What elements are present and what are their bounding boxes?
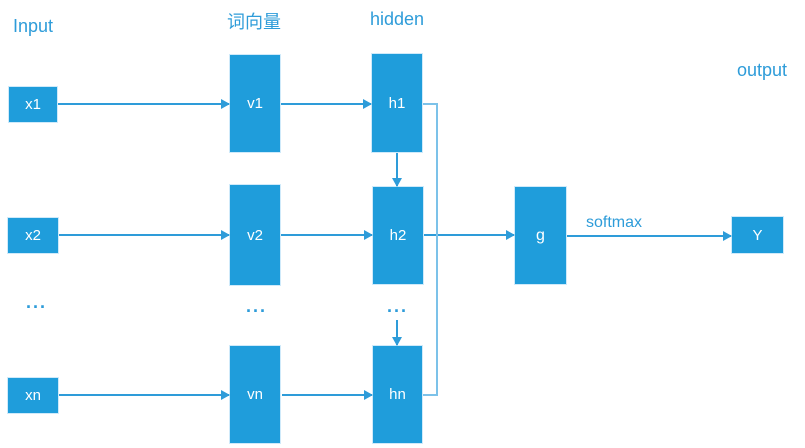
connector-vertical-line	[436, 103, 438, 396]
node-v1: v1	[229, 54, 281, 153]
node-x2: x2	[7, 217, 59, 254]
softmax-label: softmax	[586, 214, 643, 231]
arrow-x1-to-v1	[58, 99, 230, 109]
arrow-xn-to-vn	[59, 390, 230, 400]
node-v2: v2	[229, 184, 281, 286]
ellipsis-hidden-column: ...	[387, 296, 409, 316]
arrow-h1-to-h2	[392, 153, 402, 187]
node-y: Y	[731, 216, 784, 254]
arrow-h2-to-g	[424, 230, 515, 240]
node-vn: vn	[229, 345, 281, 444]
node-h2: h2	[372, 186, 424, 285]
node-g: g	[514, 186, 567, 285]
arrow-g-to-y-softmax	[567, 231, 732, 241]
word-vector-column-label: 词向量	[227, 12, 281, 32]
node-x1: x1	[8, 86, 58, 123]
arrow-v2-to-h2	[281, 230, 373, 240]
node-xn: xn	[7, 377, 59, 414]
ellipsis-input-column: ...	[26, 292, 48, 312]
node-h1: h1	[371, 53, 423, 153]
connector-hn-stub	[423, 394, 438, 396]
hidden-column-label: hidden	[370, 9, 425, 29]
connector-h1-stub	[423, 103, 438, 105]
arrow-vn-to-hn	[282, 390, 373, 400]
node-hn: hn	[372, 345, 423, 444]
arrow-v1-to-h1	[281, 99, 372, 109]
arrow-x2-to-v2	[59, 230, 230, 240]
arrow-ellipsis-to-hn	[392, 320, 402, 346]
ellipsis-vector-column: ...	[246, 296, 268, 316]
output-column-label: output	[737, 60, 788, 80]
input-column-label: Input	[13, 16, 54, 36]
